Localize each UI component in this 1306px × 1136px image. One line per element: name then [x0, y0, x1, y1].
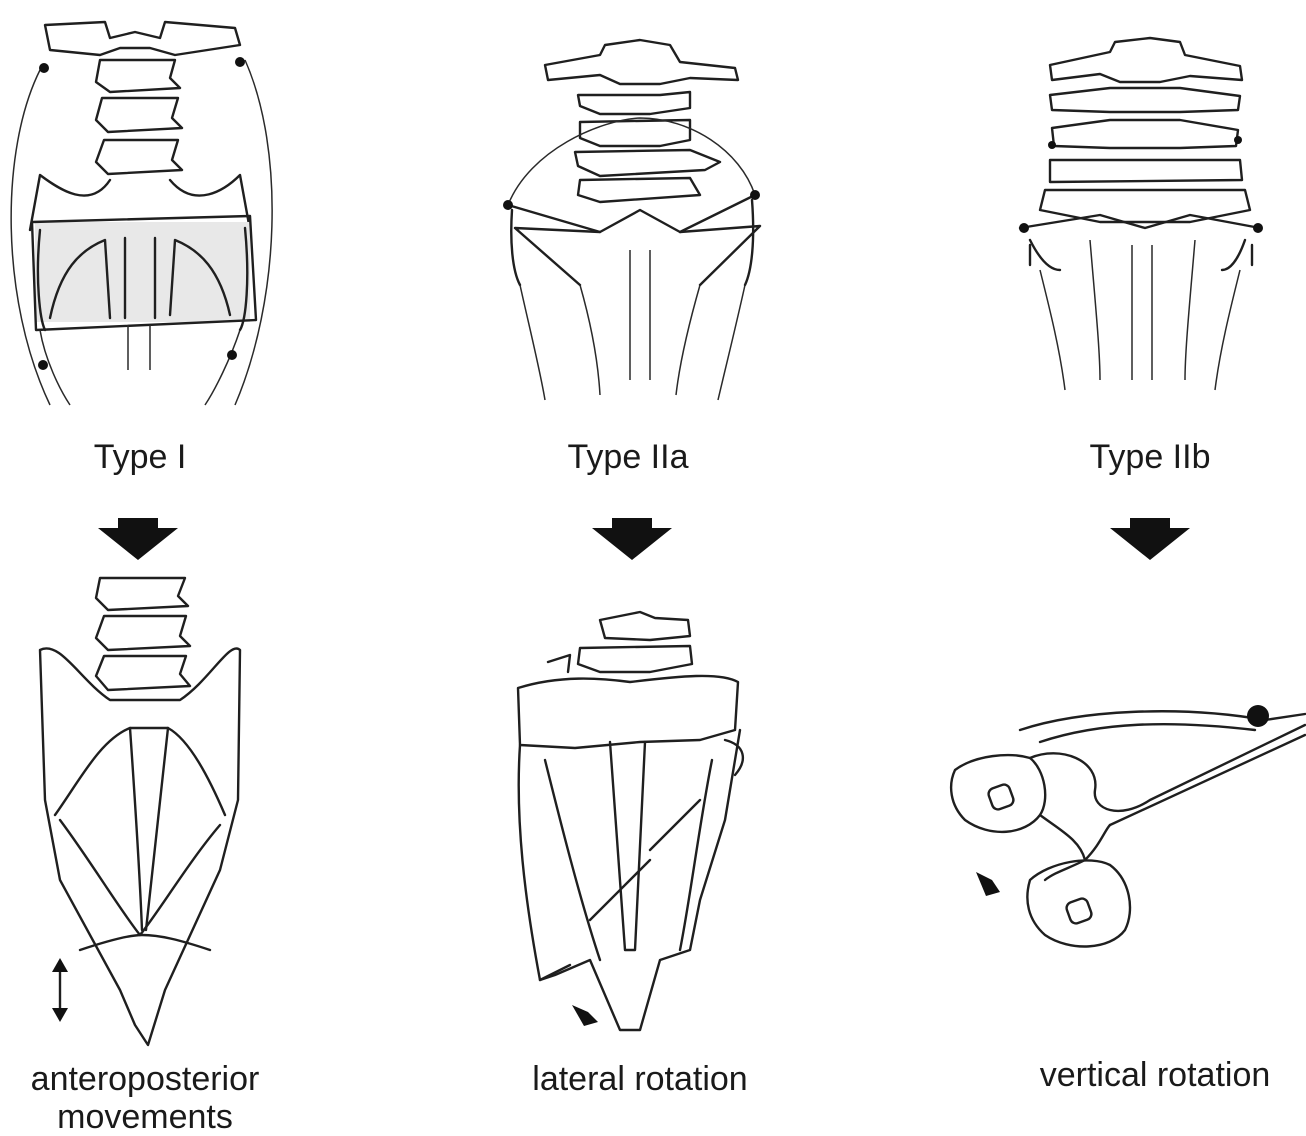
anteroposterior-label: anteroposterior	[0, 1060, 290, 1098]
anteroposterior-drawing	[40, 578, 240, 1045]
down-arrow-type-iib	[1110, 518, 1190, 560]
type-iib-skeletal-drawing	[1019, 38, 1263, 390]
down-arrow-type-iia	[592, 518, 672, 560]
down-arrow-type-i	[98, 518, 178, 560]
type-iib-label: Type IIb	[1050, 438, 1250, 476]
type-iia-label: Type IIa	[528, 438, 728, 476]
transition-arrows	[98, 518, 1190, 560]
type-iia-skeletal-drawing	[503, 40, 760, 400]
movements-label: movements	[0, 1098, 290, 1136]
type-i-skeletal-drawing	[11, 22, 272, 405]
lateral-rotation-drawing	[518, 612, 743, 1030]
lateral-rotation-label: lateral rotation	[500, 1060, 780, 1098]
vertical-rotation-label: vertical rotation	[1010, 1056, 1300, 1094]
type-i-label: Type I	[40, 438, 240, 476]
vertical-rotation-drawing	[951, 705, 1305, 946]
